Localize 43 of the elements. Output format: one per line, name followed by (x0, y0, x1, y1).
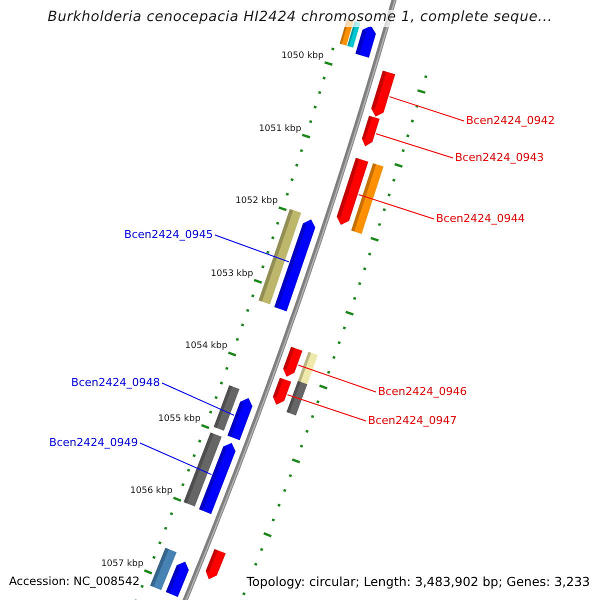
tick-label: 1057 kbp (101, 560, 144, 569)
gene-block (336, 158, 368, 225)
leader-line (140, 442, 212, 476)
leader-line (162, 382, 235, 416)
gene-block (362, 116, 380, 146)
tick-label: 1052 kbp (235, 197, 278, 206)
gene-block (274, 219, 316, 312)
leader-line (389, 96, 464, 122)
leader-line (298, 364, 376, 392)
leader-line (376, 133, 454, 158)
gene-block (272, 378, 292, 405)
gene-block (199, 442, 236, 514)
feature-bar (286, 380, 308, 416)
genome-info-text: Topology: circular; Length: 3,483,902 bp; Genes: 3,233 (246, 576, 590, 588)
accession-text: Accession: NC_008542 (9, 576, 140, 588)
gene-label: Bcen2424_0948 (71, 377, 160, 388)
gene-label: Bcen2424_0947 (368, 415, 457, 426)
leader-line (358, 194, 434, 220)
tick-label: 1056 kbp (130, 487, 173, 496)
gene-block (228, 398, 252, 440)
gene-label: Bcen2424_0944 (436, 213, 525, 224)
feature-bar (351, 163, 384, 234)
leader-line (287, 394, 366, 422)
gene-label: Bcen2424_0943 (455, 152, 544, 163)
gene-block (283, 346, 302, 377)
gene-label: Bcen2424_0949 (49, 437, 138, 448)
gene-block (355, 26, 376, 58)
tick-label: 1053 kbp (210, 270, 254, 279)
gene-label: Bcen2424_0945 (124, 229, 213, 240)
feature-bar (214, 385, 240, 431)
tick-label: 1054 kbp (185, 342, 228, 352)
feature-bar (184, 432, 222, 506)
tick-label: 1050 kbp (281, 52, 324, 62)
leader-line (214, 234, 290, 262)
feature-bar (258, 209, 302, 304)
gene-block (206, 549, 226, 580)
gene-block (166, 562, 189, 597)
feature-bar (150, 548, 177, 590)
tick-label: 1055 kbp (158, 414, 201, 424)
gene-block (371, 70, 396, 117)
tick-label: 1051 kbp (258, 124, 302, 134)
gene-label: Bcen2424_0942 (466, 115, 555, 126)
gene-label: Bcen2424_0946 (378, 386, 467, 397)
